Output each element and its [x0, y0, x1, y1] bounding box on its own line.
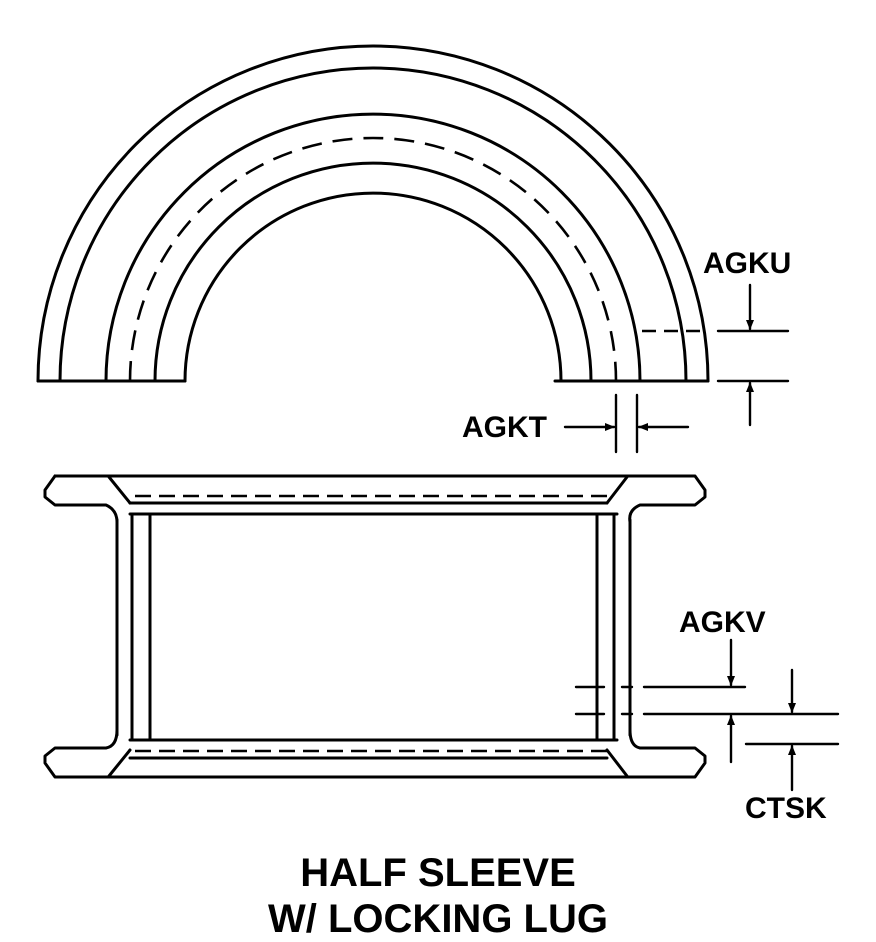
top-bevel-left	[107, 475, 132, 505]
bottom-bevel-left	[107, 748, 132, 778]
inner-arc	[183, 191, 563, 383]
third-arc	[104, 112, 642, 383]
top-flange-outline-left	[43, 474, 119, 552]
agkv-label: AGKV	[679, 606, 766, 639]
half-ring-end-view: AGKU AGKT	[36, 44, 791, 454]
caption-line-2: W/ LOCKING LUG	[268, 897, 608, 941]
bottom-flange-outline	[43, 728, 707, 779]
sleeve-side-view: AGKV CTSK	[43, 474, 840, 825]
ctsk-label: CTSK	[745, 792, 827, 825]
agku-label: AGKU	[703, 247, 791, 280]
agkt-label: AGKT	[462, 411, 547, 444]
outer-arc	[36, 44, 710, 383]
bottom-bevel-right	[605, 748, 629, 778]
caption-line-1: HALF SLEEVE	[300, 851, 576, 895]
fourth-arc	[153, 161, 593, 383]
dashed-arc	[128, 136, 618, 382]
top-bevel-right	[605, 475, 629, 505]
second-arc	[58, 66, 688, 383]
